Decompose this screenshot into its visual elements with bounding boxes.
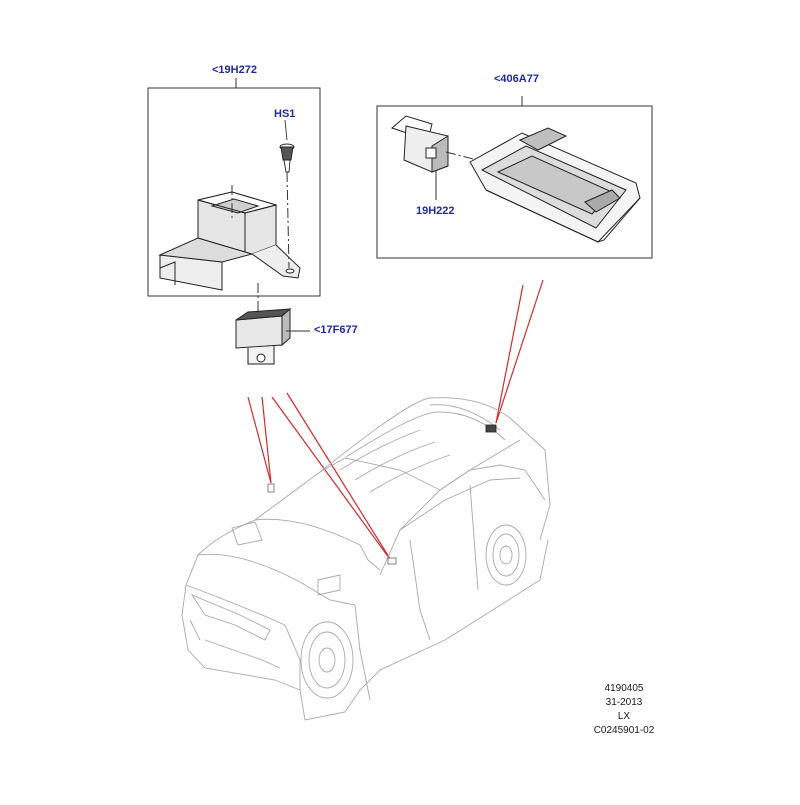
- sensor-bracket: [158, 191, 301, 291]
- sensor-17f677: [235, 307, 310, 365]
- callout-19h272: <19H272: [212, 64, 257, 76]
- detail-box-left: [147, 87, 321, 297]
- reference-line-2: 31-2013: [605, 697, 643, 708]
- mirror-location-marker: [387, 557, 397, 565]
- overhead-console: [469, 127, 641, 243]
- sensor-location-marker: [267, 483, 275, 493]
- callout-406a77: <406A77: [494, 73, 539, 85]
- reference-line-1: 4190405: [604, 683, 644, 694]
- callout-17f677: <17F677: [314, 324, 358, 336]
- callout-19h222: 19H222: [416, 205, 455, 217]
- assembly-line-b: [286, 171, 290, 269]
- reference-line-4: C0245901-02: [593, 725, 655, 736]
- leader-lines-red: [247, 279, 544, 563]
- detail-box-right: [376, 105, 653, 259]
- callout-hs1: HS1: [274, 108, 296, 120]
- console-location-marker: [485, 424, 497, 433]
- reference-line-3: LX: [617, 711, 631, 722]
- vehicle-outline: [181, 397, 551, 721]
- screw-hs1: [279, 119, 295, 173]
- module-19h222: [391, 115, 449, 200]
